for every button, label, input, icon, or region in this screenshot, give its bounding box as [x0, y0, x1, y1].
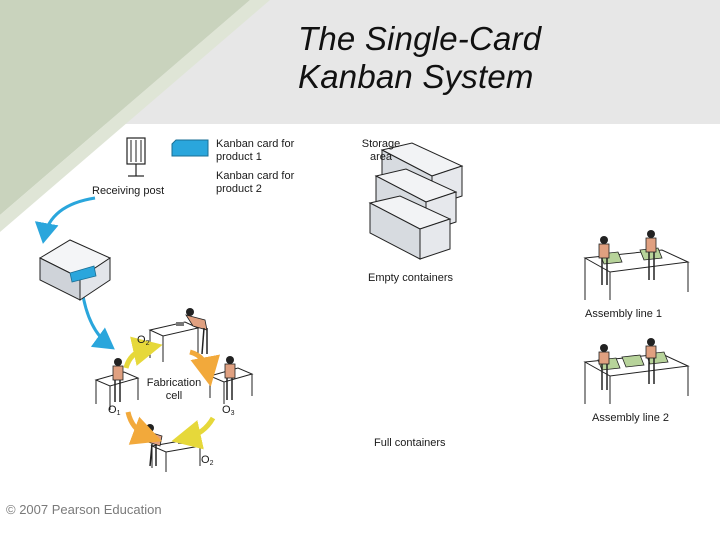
- fabrication-cell-label: Fabrication cell: [146, 377, 202, 402]
- assembly-line-1-label: Assembly line 1: [585, 308, 663, 320]
- workstation-o3-icon: [208, 356, 254, 404]
- workstation-o1-icon: [94, 358, 140, 410]
- operator-o2-top-label: O2: [137, 334, 150, 347]
- flow-arrow-container-to-cell: [80, 289, 115, 350]
- full-containers-label: Full containers: [374, 437, 446, 449]
- operator-o3-label: O3: [222, 404, 235, 417]
- cycle-arrow-bottom-right: [171, 416, 216, 450]
- empty-containers-label: Empty containers: [368, 272, 453, 284]
- receiving-post-icon: [126, 137, 146, 177]
- operator-o1-label: O1: [108, 404, 121, 417]
- storage-containers-icon: [368, 142, 464, 260]
- corner-wedge-highlight: [0, 0, 270, 232]
- page-title: The Single-Card Kanban System: [298, 20, 598, 96]
- assembly-line-2-label: Assembly line 2: [592, 412, 670, 424]
- workstation-o2-bottom-icon: [145, 424, 202, 472]
- page-title-line-1: The Single-Card: [298, 20, 542, 57]
- flow-arrow-post-to-container: [34, 196, 96, 244]
- kanban-card-icon: [171, 139, 209, 157]
- kanban-card-2-label: Kanban card for product 2: [216, 170, 295, 195]
- cycle-arrow-top-left: [123, 336, 163, 369]
- workstation-o2-top-icon: [148, 308, 208, 362]
- copyright-footer: © 2007 Pearson Education: [6, 502, 162, 517]
- kanban-card-1-label: Kanban card for product 1: [216, 138, 295, 163]
- operator-o2-bottom-label: O2: [201, 454, 214, 467]
- cycle-arrow-bottom-left: [125, 411, 163, 445]
- container-with-kanban-icon: [38, 239, 112, 301]
- storage-area-label: Storage area: [361, 138, 401, 163]
- assembly-line-1-icon: [583, 230, 690, 300]
- assembly-line-2-icon: [583, 338, 690, 404]
- page-title-line-2: Kanban System: [298, 58, 534, 95]
- cycle-arrow-top-right: [189, 349, 220, 387]
- receiving-post-label: Receiving post: [92, 185, 165, 197]
